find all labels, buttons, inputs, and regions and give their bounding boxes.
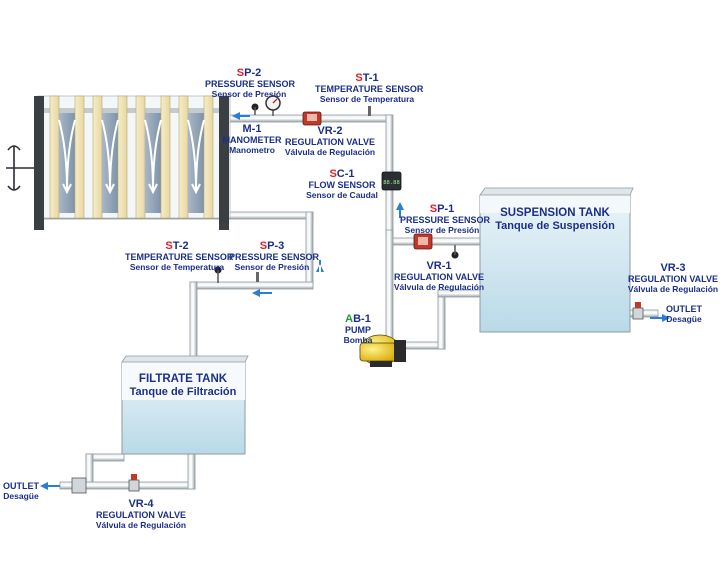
flow-sensor-display: 88.88 xyxy=(383,180,400,186)
label-st1: ST-1 TEMPERATURE SENSOR Sensor de Temper… xyxy=(315,72,424,104)
filter-plate xyxy=(49,95,85,219)
pipe-ft-outlet-d xyxy=(187,453,196,490)
regulation-valve-vr2[interactable] xyxy=(302,111,322,126)
filter-end-plate-left xyxy=(34,96,44,230)
filter-plate xyxy=(135,95,171,219)
pipe-ft-outlet-b xyxy=(85,453,94,487)
temperature-sensor-st1 xyxy=(368,106,371,116)
label-vr4: VR-4 REGULATION VALVE Válvula de Regulac… xyxy=(95,498,187,530)
filtrate-tank-title: FILTRATE TANK Tanque de Filtración xyxy=(129,373,237,398)
label-m1: M-1 MANOMETER Manometro xyxy=(222,123,282,155)
filter-plate xyxy=(178,95,214,219)
pipe-filtrate-into-tank xyxy=(189,281,198,363)
label-ab1: AB-1 PUMP Bomba xyxy=(343,313,373,345)
regulation-valve-vr1[interactable] xyxy=(413,233,433,250)
flow-arrows xyxy=(40,112,670,490)
label-outlet-left: OUTLET Desagüe xyxy=(3,481,39,501)
filter-rail xyxy=(44,108,219,113)
filtrate-tank xyxy=(121,355,249,455)
label-st2: ST-2 TEMPERATURE SENSOR Sensor de Temper… xyxy=(125,240,234,272)
label-sp2: SP-2 PRESSURE SENSOR Sensor de Presión xyxy=(205,67,296,99)
regulation-valve-vr4[interactable] xyxy=(128,474,140,492)
label-sc1: SC-1 FLOW SENSOR Sensor de Caudal xyxy=(306,168,378,200)
label-vr3: VR-3 REGULATION VALVE Válvula de Regulac… xyxy=(627,262,719,294)
suspension-tank-title: SUSPENSION TANK Tanque de Suspensión xyxy=(495,207,615,232)
pump-ab1 xyxy=(359,334,406,367)
pipe-filtrate-horizontal xyxy=(189,281,314,290)
manometer xyxy=(265,95,281,116)
label-outlet-right: OUTLET Desagüe xyxy=(666,304,702,324)
label-vr2: VR-2 REGULATION VALVE Válvula de Regulac… xyxy=(284,125,376,157)
flow-sensor-sc1: 88.88 xyxy=(381,171,402,191)
label-sp3: SP-3 PRESSURE SENSOR Sensor de Presión xyxy=(229,240,320,272)
label-vr1: VR-1 REGULATION VALVE Válvula de Regulac… xyxy=(393,260,485,292)
regulation-valve-vr3[interactable] xyxy=(632,302,644,320)
label-sp1: SP-1 PRESSURE SENSOR Sensor de Presión xyxy=(400,203,491,235)
hand-wheel[interactable] xyxy=(6,145,34,191)
filter-end-plate-right xyxy=(219,96,229,230)
filter-plate xyxy=(92,95,128,219)
outlet-fitting-left xyxy=(71,477,87,494)
filter-press xyxy=(6,95,231,230)
suspension-tank xyxy=(479,187,634,333)
pipe-suction-vertical xyxy=(437,291,446,350)
pipe-recirc-branch xyxy=(392,237,482,246)
pressure-sensor-sp3 xyxy=(256,272,259,282)
